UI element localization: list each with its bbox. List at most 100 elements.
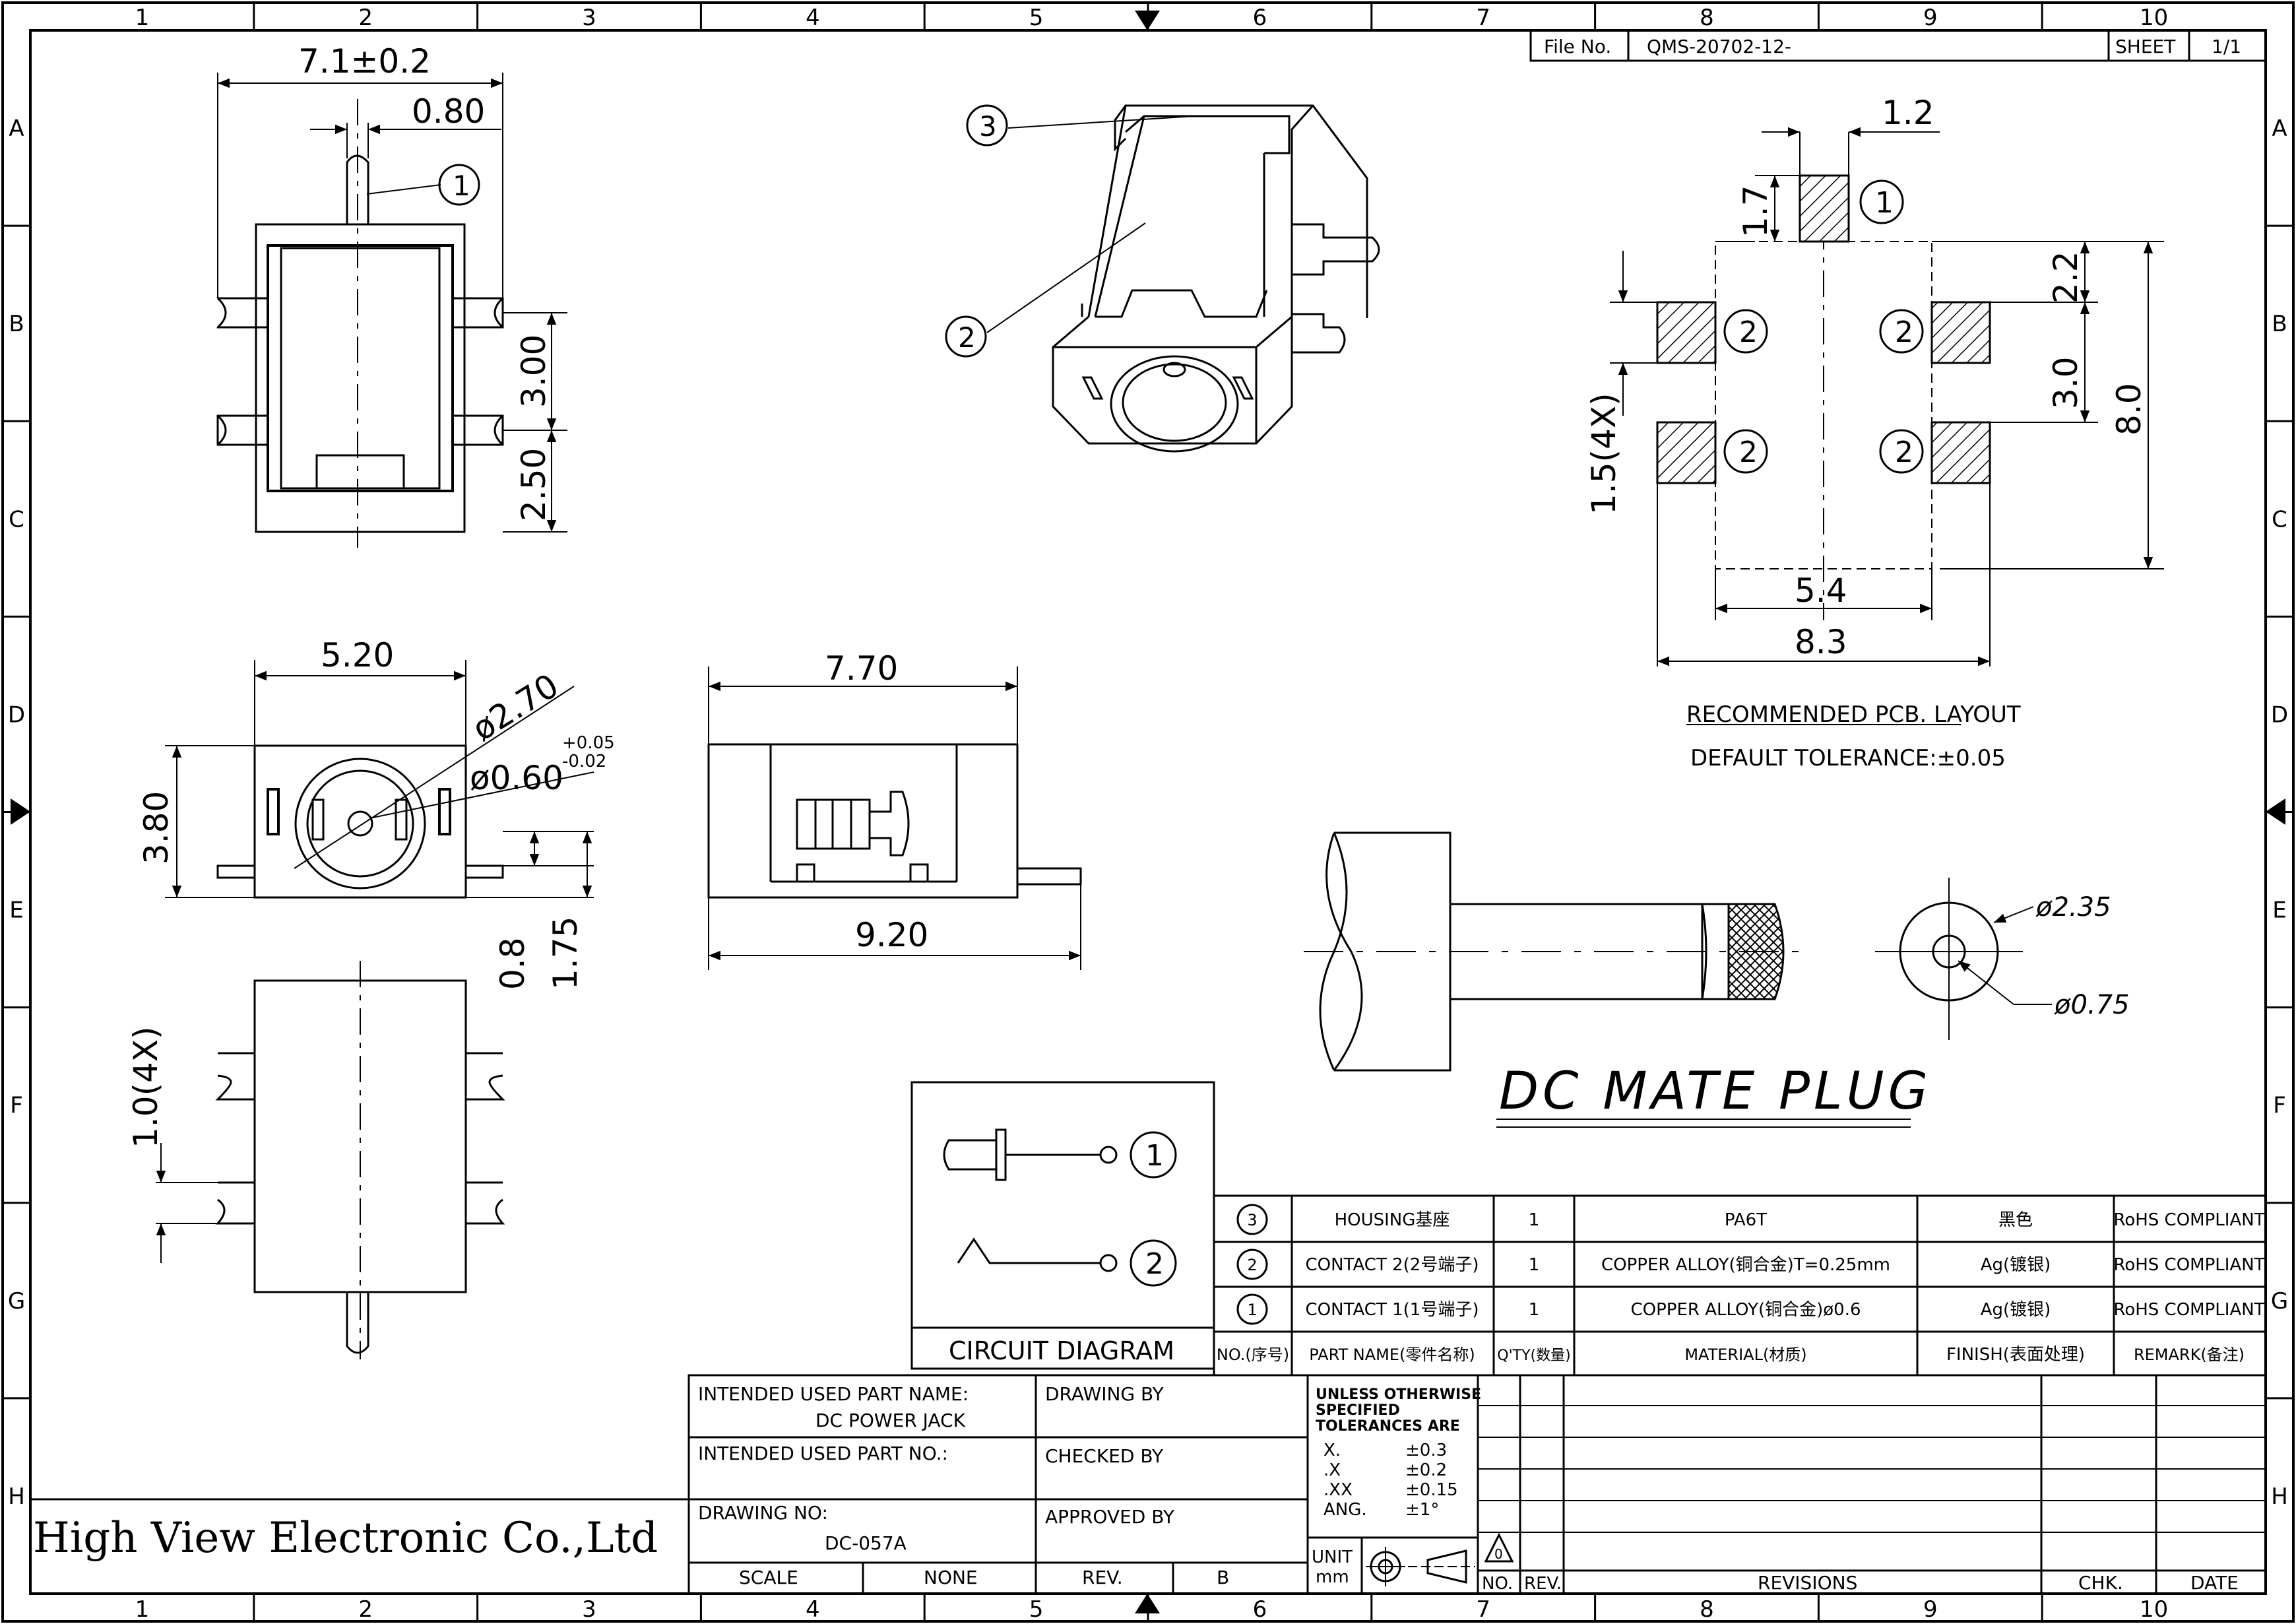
frame-row-right: B [2272,311,2287,337]
frame-row-right: G [2271,1288,2288,1315]
centering-arrows [11,11,2285,1613]
tb-tol-title-3: TOLERANCES ARE [1316,1418,1460,1435]
tb-tol-dx-val: ±0.2 [1405,1460,1447,1480]
front-pin-dia: ø0.60 [470,759,563,797]
frame-col-top: 8 [1700,5,1714,31]
frame-row-right: D [2271,701,2288,728]
tb-rev-no: NO. [1482,1574,1513,1594]
tb-tol-ang: ANG. [1323,1500,1367,1520]
top-view [216,73,567,548]
frame-row-right: H [2271,1483,2288,1510]
frame-col-top: 7 [1476,5,1490,31]
front-tol-plus: +0.05 [562,733,615,753]
bom-name: HOUSING基座 [1335,1210,1450,1230]
front-width-dim: 5.20 [321,636,394,674]
tb-tol-title-2: SPECIFIED [1316,1402,1400,1419]
tb-scale-label: SCALE [739,1567,798,1588]
title-block-labels: INTENDED USED PART NAME: DC POWER JACK I… [33,1383,2239,1594]
circuit-title: CIRCUIT DIAGRAM [949,1336,1174,1365]
bom-material: COPPER ALLOY(铜合金)T=0.25mm [1601,1255,1890,1275]
pcb-layout-labels: 1.2 1.7 2.2 3.0 8.0 1.5(4X) 5.4 8.3 1 2 … [1585,94,2148,771]
pcb-layout [1610,127,2164,725]
tb-drawing-no-label: DRAWING NO: [698,1502,828,1524]
front-total-height: 1.75 [546,917,585,990]
pcb-pad-size: 1.5(4X) [1585,393,1623,515]
top-offset-dim: 2.50 [515,448,553,521]
pcb-pad-offset: 2.2 [2047,251,2085,304]
front-view [165,660,594,899]
frame-row-left: D [8,701,25,728]
file-number-box: File No. QMS-20702-12- SHEET 1/1 [1529,29,2267,62]
isometric-labels: 3 2 [958,110,997,354]
plug-title: DC MATE PLUG [1499,1062,1932,1121]
frame-row-left: H [8,1483,25,1510]
bottom-pad-dim: 1.0(4X) [127,1026,165,1148]
frame-col-bottom: 6 [1253,1596,1267,1623]
company-name: High View Electronic Co.,Ltd [33,1514,658,1563]
tb-tol-dxx-val: ±0.15 [1405,1480,1458,1500]
tb-rev: B [1217,1567,1229,1588]
tb-drawing-no: DC-057A [825,1532,907,1554]
circuit-n2: 2 [1145,1247,1164,1281]
tb-tol-dxx: .XX [1323,1480,1353,1500]
front-view-labels: 5.20 3.80 ø2.70 ø0.60 +0.05 -0.02 0.8 1.… [137,636,615,990]
side-total-len: 9.20 [855,916,928,954]
bom-remark: RoHS COMPLIANT [2113,1210,2264,1230]
tb-rev-mark: 0 [1494,1546,1503,1562]
front-outer-dia: ø2.70 [466,666,565,748]
frame-col-bottom: 1 [135,1596,150,1623]
front-tol-minus: -0.02 [562,752,606,771]
tb-tol-x: X. [1323,1441,1341,1460]
pcb-outer-width: 8.3 [1795,623,1847,661]
pcb-tolerance: DEFAULT TOLERANCE:±0.05 [1690,745,2006,771]
bom-qty: 1 [1529,1255,1540,1275]
pcb-inner-width: 5.4 [1795,571,1847,610]
iso-callout-3: 3 [979,110,997,143]
bom-material: PA6T [1725,1210,1767,1230]
bom-name: CONTACT 1(1号端子) [1306,1300,1479,1320]
pcb-pad-width: 1.2 [1882,94,1934,132]
frame-row-right: E [2272,897,2286,924]
bom-h-name: PART NAME(零件名称) [1309,1346,1475,1364]
pcb-callout-2c: 2 [1739,436,1758,469]
pcb-pitch: 3.0 [2047,356,2085,409]
bom-qty: 1 [1529,1300,1540,1320]
top-callout-1: 1 [453,170,470,202]
bom-remark: RoHS COMPLIANT [2113,1255,2264,1275]
tb-scale: NONE [924,1567,978,1588]
frame-col-bottom: 4 [806,1596,820,1623]
bom-name: CONTACT 2(2号端子) [1306,1255,1479,1275]
plug-outer-dia: ø2.35 [2035,892,2111,923]
bottom-view [156,961,505,1359]
pcb-height: 8.0 [2110,383,2148,436]
bom-no: 1 [1247,1301,1257,1319]
frame-col-bottom: 5 [1029,1596,1044,1623]
sheet-label: SHEET [2115,36,2176,57]
tb-rev-label: REV. [1082,1567,1123,1588]
frame-col-top: 2 [358,5,373,31]
pcb-pad-height: 1.7 [1737,185,1775,238]
frame-col-bottom: 7 [1476,1596,1490,1623]
frame-col-top: 3 [582,5,596,31]
dc-mate-plug [1304,831,2052,1128]
frame-row-right: A [2272,115,2287,142]
sheet-value: 1/1 [2212,36,2241,57]
side-view-labels: 7.70 9.20 [825,649,928,954]
tb-part-name-label: INTENDED USED PART NAME: [698,1383,969,1405]
tb-revisions: REVISIONS [1758,1572,1857,1594]
isometric-view [945,104,1380,453]
frame-col-bottom: 9 [1923,1596,1938,1623]
frame-col-top: 1 [135,5,150,31]
frame-col-top: 5 [1029,5,1044,31]
bom-qty: 1 [1529,1210,1540,1230]
tb-tol-ang-val: ±1° [1405,1500,1439,1520]
circuit-n1: 1 [1145,1139,1164,1173]
frame-col-bottom: 2 [358,1596,373,1623]
bom-remark: RoHS COMPLIANT [2113,1300,2264,1320]
frame-col-top: 6 [1253,5,1267,31]
tb-checked-by: CHECKED BY [1045,1445,1164,1467]
frame-col-bottom: 8 [1700,1596,1714,1623]
